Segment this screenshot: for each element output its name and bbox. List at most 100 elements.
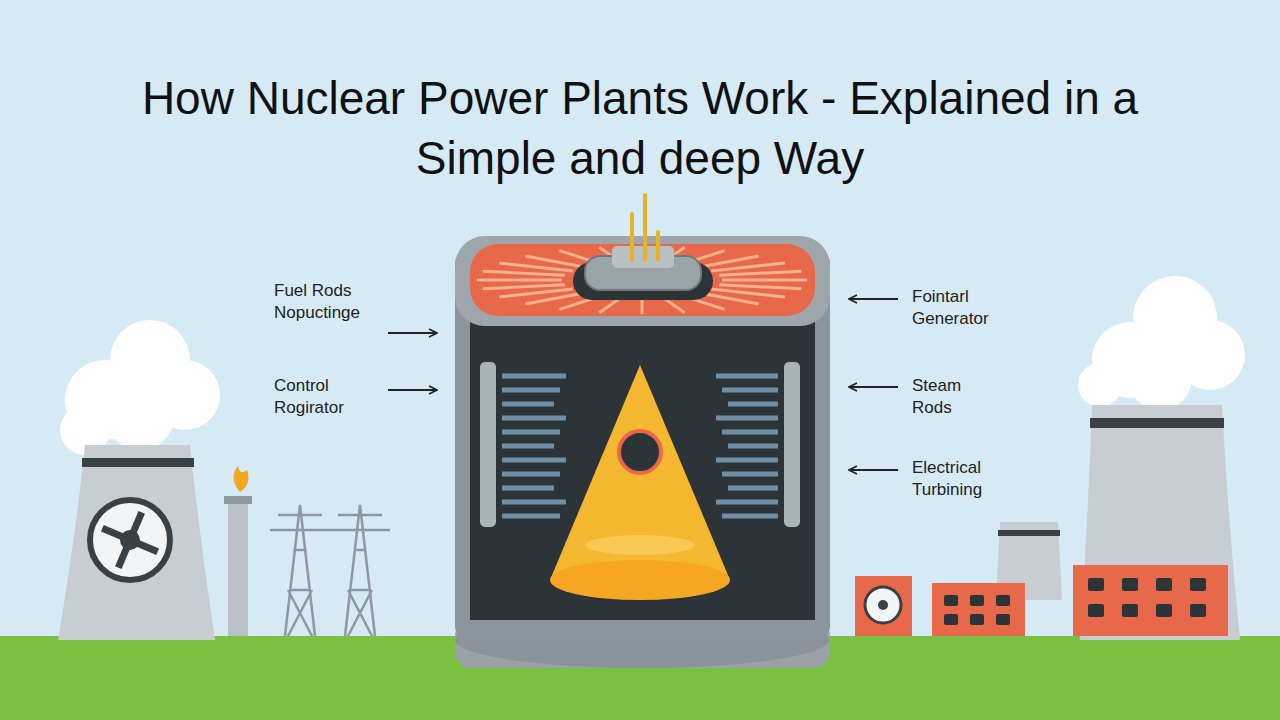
drawing-part	[130, 512, 142, 540]
cloud-left	[60, 320, 220, 455]
drawing-part	[130, 540, 158, 552]
drawing-part	[722, 472, 778, 477]
drawing-part	[1190, 578, 1206, 591]
drawing-part	[996, 614, 1010, 625]
drawing-part	[502, 486, 554, 491]
drawing-part	[502, 458, 566, 463]
drawing-part	[105, 380, 175, 450]
part-label: Steam Rods	[912, 375, 961, 419]
drawing-part	[722, 430, 778, 435]
drawing-part	[502, 402, 554, 407]
drawing-part	[728, 402, 778, 407]
drawing-part	[711, 263, 785, 271]
drawing-part	[728, 444, 778, 449]
title: How Nuclear Power Plants Work - Explaine…	[140, 68, 1140, 188]
drawing-part	[233, 466, 248, 492]
drawing-part	[1128, 346, 1192, 410]
drawing-part	[722, 514, 778, 519]
drawing-part	[228, 500, 248, 636]
drawing-part	[585, 535, 695, 555]
drawing-part	[722, 279, 807, 282]
drawing-part	[477, 279, 562, 282]
drawing-part	[944, 614, 958, 625]
power-pylons	[270, 505, 390, 636]
core-cone	[550, 365, 730, 600]
drawing-part	[388, 389, 437, 391]
drawing-part	[1190, 604, 1206, 617]
part-label: Fointarl Generator	[912, 286, 989, 330]
drawing-part	[224, 496, 252, 504]
drawing-part	[90, 500, 170, 580]
drawing-part	[970, 595, 984, 606]
drawing-part	[641, 298, 644, 314]
drawing-part	[525, 256, 585, 267]
drawing-part	[656, 232, 660, 260]
drawing-part	[970, 614, 984, 625]
drawing-part	[944, 578, 1206, 625]
drawing-part	[550, 560, 730, 600]
drawing-part	[1090, 418, 1224, 428]
drawing-part	[728, 486, 778, 491]
drawing-part	[102, 512, 157, 567]
drawing-part	[865, 587, 901, 623]
drawing-part	[502, 514, 560, 519]
drawing-part	[944, 595, 958, 606]
drawing-part	[1088, 578, 1104, 591]
drawing-part	[502, 374, 566, 379]
drawing-part	[716, 374, 778, 379]
drawing-part	[118, 540, 130, 568]
drawing-part	[477, 246, 807, 314]
drawing-part	[1122, 604, 1138, 617]
drawing-part	[483, 271, 565, 275]
drawing-part	[722, 388, 778, 393]
buildings	[855, 565, 1228, 636]
drawing-part	[1156, 578, 1172, 591]
cooling-tower-right	[996, 405, 1240, 640]
drawing-part	[716, 458, 778, 463]
drawing-part	[82, 458, 194, 467]
drawing-part	[499, 289, 573, 297]
drawing-part	[719, 271, 801, 275]
drawing-part	[550, 365, 730, 580]
drawing-part	[1156, 604, 1172, 617]
drawing-part	[502, 500, 566, 505]
drawing-part	[388, 332, 437, 334]
part-label: Fuel Rods Nopuctinge	[274, 280, 360, 324]
drawing-part	[784, 362, 800, 527]
drawing-part	[849, 469, 898, 471]
drawing-part	[480, 362, 496, 527]
drawing-part	[470, 244, 815, 316]
drawing-part	[716, 416, 778, 421]
drawing-part	[849, 298, 898, 300]
drawing-part	[102, 528, 130, 540]
drawing-part	[630, 214, 634, 260]
part-label: Control Rogirator	[274, 375, 344, 419]
drawing-part	[502, 430, 560, 435]
drawing-part	[643, 195, 647, 260]
drawing-part	[1073, 565, 1228, 636]
drawing-part	[455, 236, 830, 326]
drawing-part	[502, 444, 554, 449]
chimney-flame	[224, 466, 252, 636]
drawing-part	[932, 583, 1025, 636]
drawing-part	[619, 431, 661, 473]
drawing-part	[58, 445, 215, 640]
drawing-part	[996, 595, 1010, 606]
leader-arrows	[388, 299, 898, 470]
drawing-part	[849, 386, 898, 388]
drawing-part	[483, 285, 565, 289]
drawing-part	[716, 500, 778, 505]
cloud-right	[1078, 276, 1245, 410]
drawing-part	[998, 530, 1060, 536]
drawing-part	[270, 505, 330, 636]
cooling-tower-left	[58, 445, 215, 640]
drawing-part	[699, 293, 759, 304]
drawing-part	[855, 576, 912, 636]
steam-lines	[632, 195, 658, 260]
reactor-vessel	[455, 236, 830, 668]
drawing-part	[1122, 578, 1138, 591]
drawing-part	[1078, 363, 1122, 407]
drawing-part	[470, 320, 815, 620]
drawing-part	[878, 600, 888, 610]
drawing-part	[502, 472, 560, 477]
